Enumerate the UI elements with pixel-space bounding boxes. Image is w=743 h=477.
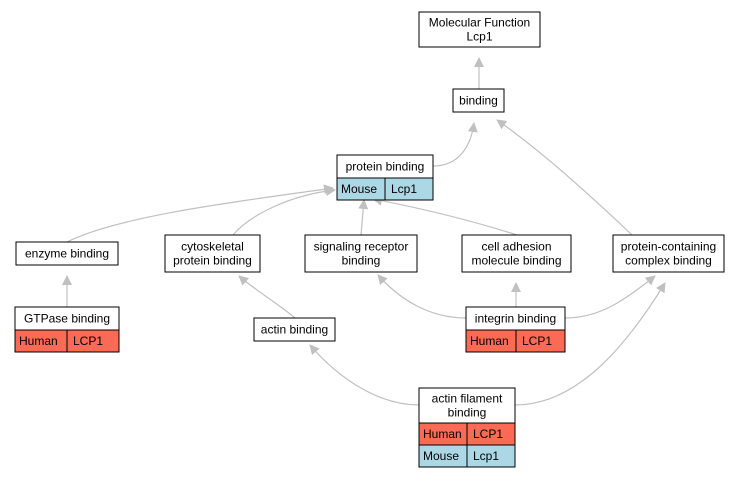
node-box (304, 234, 418, 273)
node-enzyme-binding[interactable]: enzyme binding (15, 241, 119, 266)
node-label: signaling receptor (314, 240, 409, 254)
edge-actin_binding-to-cytoskeletal_protein_binding (238, 275, 296, 319)
node-label: binding (448, 406, 487, 420)
node-label: actin filament (432, 392, 503, 406)
gene-cell (466, 444, 516, 468)
node-label: Molecular Function (429, 16, 530, 30)
node-label: molecule binding (471, 254, 561, 268)
species-label: Human (19, 334, 58, 348)
node-box (418, 11, 541, 48)
edge-protein_containing_complex_binding-to-binding (496, 119, 633, 236)
node-box (452, 88, 505, 113)
species-label: Human (423, 427, 462, 441)
node-label: Lcp1 (466, 30, 492, 44)
node-box (253, 317, 336, 342)
node-box (612, 234, 725, 273)
node-label: complex binding (625, 254, 712, 268)
node-label: integrin binding (475, 312, 556, 326)
node-binding[interactable]: binding (452, 88, 505, 113)
gene-label: LCP1 (473, 427, 503, 441)
edge-cytoskeletal_protein_binding-to-protein_binding (232, 186, 336, 236)
node-box (15, 241, 119, 266)
species-label: Mouse (341, 182, 377, 196)
gene-cell (66, 329, 120, 353)
node-label: actin binding (261, 323, 328, 337)
node-label: protein-containing (621, 240, 716, 254)
node-label: binding (342, 254, 381, 268)
species-label: Human (470, 334, 509, 348)
edge-signaling_receptor_binding-to-protein_binding (358, 199, 369, 236)
node-label: enzyme binding (25, 247, 109, 261)
edge-protein_binding-to-binding (432, 122, 478, 167)
node-actin-binding[interactable]: actin binding (253, 317, 336, 342)
gene-label: Lcp1 (391, 182, 417, 196)
node-box (418, 387, 516, 424)
edge-actin_filament_binding-to-actin_binding (309, 344, 420, 406)
node-label: GTPase binding (24, 312, 110, 326)
node-box (461, 234, 572, 273)
gene-label: LCP1 (522, 334, 552, 348)
node-box (164, 234, 261, 273)
species-label: Mouse (423, 449, 459, 463)
node-label: binding (459, 94, 498, 108)
gene-cell (384, 177, 434, 201)
node-label: cell adhesion (481, 240, 551, 254)
node-label: protein binding (173, 254, 252, 268)
edge-integrin_binding-to-signaling_receptor_binding (377, 274, 467, 319)
gene-label: LCP1 (73, 334, 103, 348)
edge-integrin_binding-to-protein_containing_complex_binding (564, 275, 656, 319)
edge-enzyme_binding-to-protein_binding (66, 184, 334, 243)
gene-cell (515, 329, 566, 353)
gene-label: Lcp1 (473, 449, 499, 463)
node-label: cytoskeletal (181, 240, 244, 254)
edge-cell_adhesion_molecule_binding-to-protein_binding (372, 195, 518, 236)
edge-actin_filament_binding-to-protein_containing_complex_binding (514, 282, 666, 406)
node-label: protein binding (346, 160, 425, 174)
